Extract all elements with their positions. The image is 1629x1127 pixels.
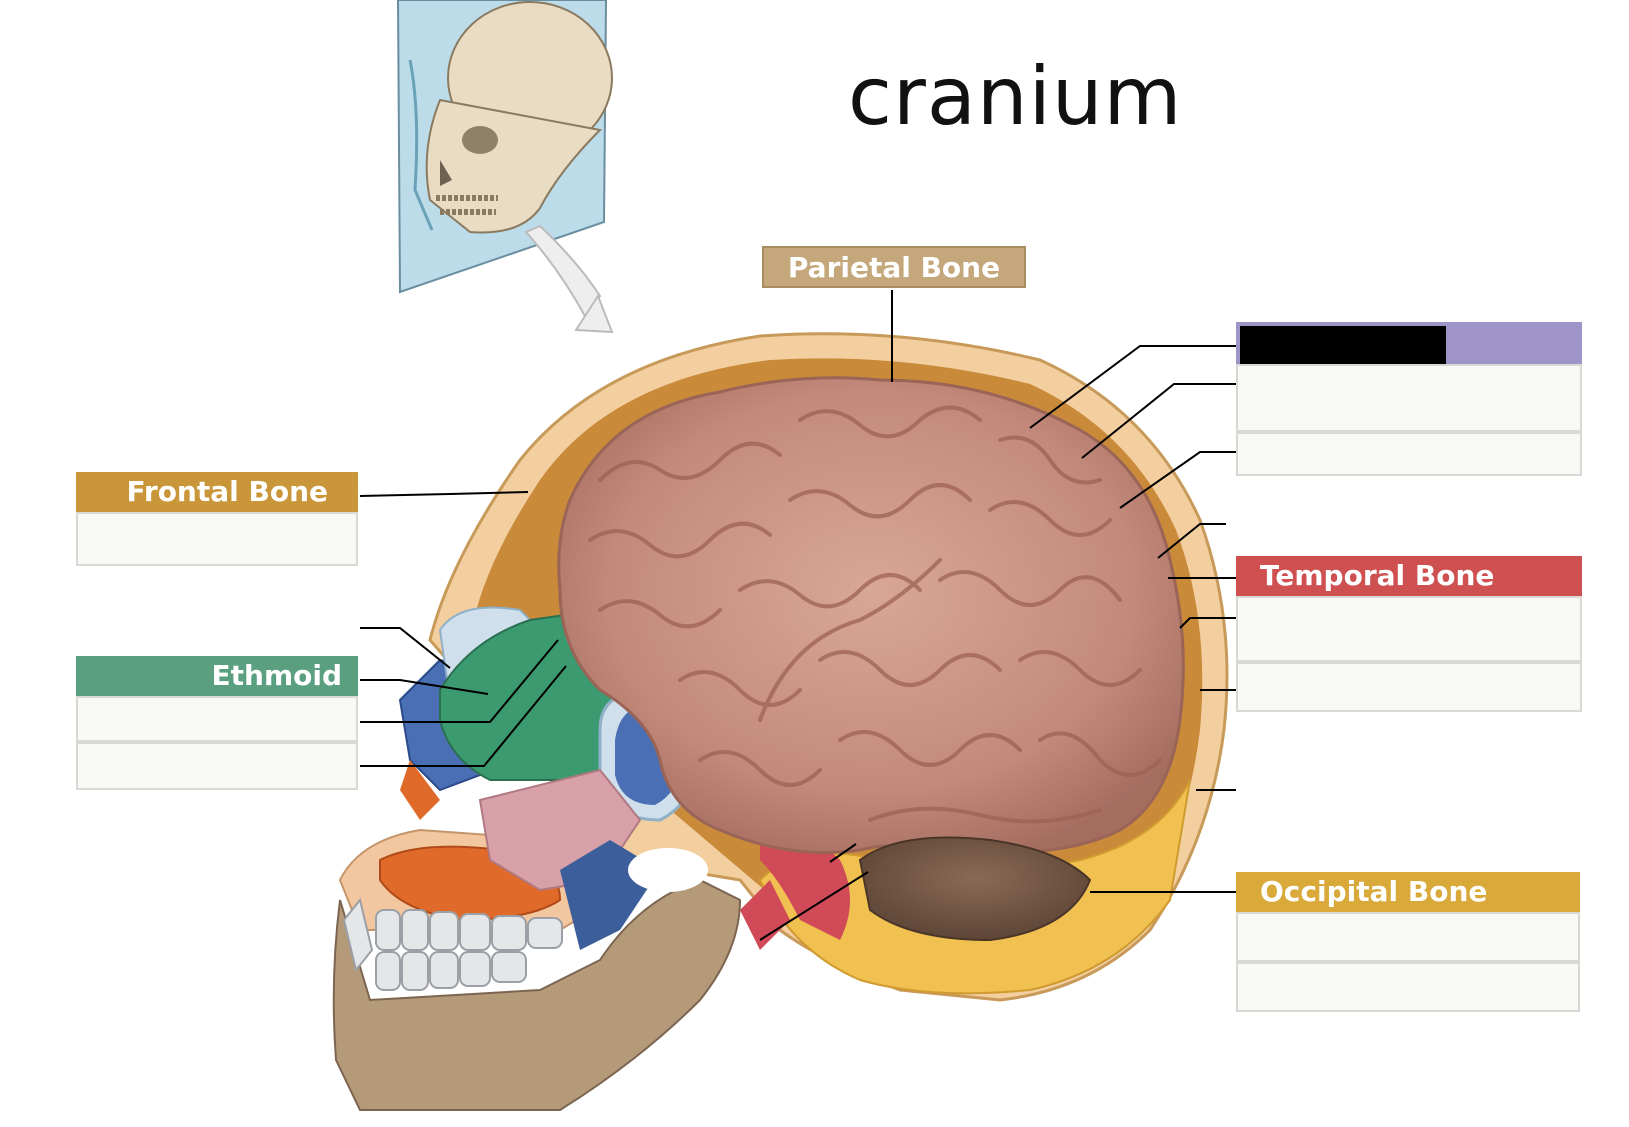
orientation-inset (396, 0, 614, 334)
frontal-bone-label: Frontal Bone (76, 472, 358, 512)
frontal-answer-box[interactable] (76, 512, 358, 566)
occipital-answer-box-2[interactable] (1236, 962, 1580, 1012)
ethmoid-answer-box-2[interactable] (76, 742, 358, 790)
occipital-answer-box-1[interactable] (1236, 912, 1580, 962)
occipital-bone-label: Occipital Bone (1236, 872, 1580, 912)
ethmoid-label: Ethmoid (76, 656, 358, 696)
temporal-answer-box-1[interactable] (1236, 596, 1582, 662)
temporal-bone-label: Temporal Bone (1236, 556, 1582, 596)
redacted-label-block (1240, 326, 1446, 364)
ethmoid-answer-box-1[interactable] (76, 696, 358, 742)
leader-lines (359, 290, 1240, 941)
teeth (342, 897, 563, 991)
page-title: cranium (848, 50, 1183, 143)
cerebellum (858, 836, 1092, 942)
top-right-answer-box-2[interactable] (1236, 432, 1582, 476)
parietal-bone-label: Parietal Bone (762, 246, 1026, 288)
mandible (332, 878, 742, 1111)
temporal-answer-box-2[interactable] (1236, 662, 1582, 712)
top-right-answer-box-1[interactable] (1236, 364, 1582, 432)
gyri-pattern (588, 405, 1162, 824)
